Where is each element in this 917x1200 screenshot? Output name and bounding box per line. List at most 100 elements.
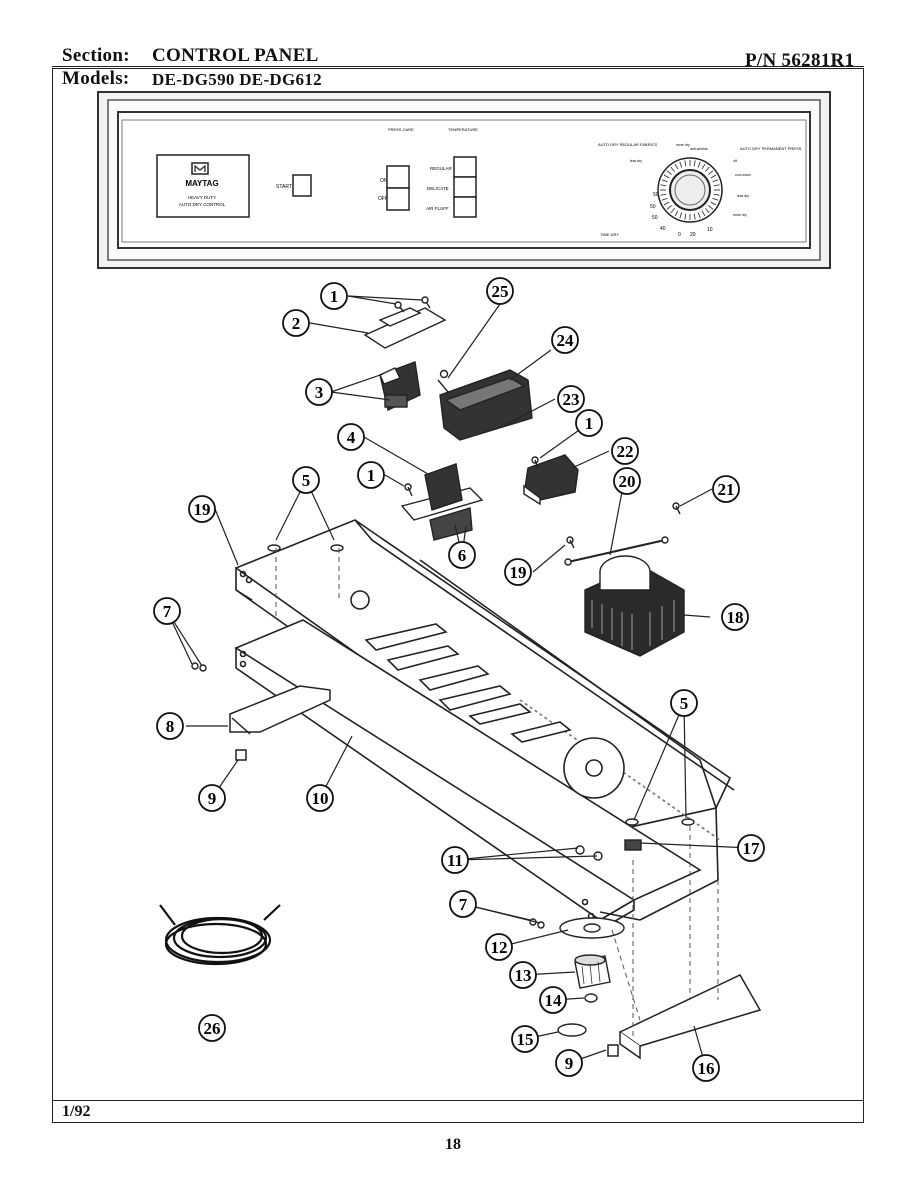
- svg-text:7: 7: [163, 602, 172, 621]
- svg-text:17: 17: [743, 839, 761, 858]
- on-label: ON: [380, 178, 388, 184]
- svg-text:0: 0: [678, 232, 681, 238]
- svg-text:13: 13: [515, 966, 532, 985]
- callout-22: 22: [611, 437, 639, 465]
- callout-25: 25: [486, 277, 514, 305]
- leader-lines: [166, 295, 752, 1069]
- callout-21: 21: [712, 475, 740, 503]
- callout-23: 23: [557, 385, 585, 413]
- svg-text:5: 5: [680, 694, 689, 713]
- callout-18: 18: [721, 603, 749, 631]
- callout-24: 24: [551, 326, 579, 354]
- callout-1: 1: [357, 461, 385, 489]
- regular-button: [453, 156, 477, 178]
- header-rule: [52, 66, 864, 67]
- callout-4: 4: [337, 423, 365, 451]
- callout-17: 17: [737, 834, 765, 862]
- svg-text:off: off: [733, 159, 737, 163]
- svg-text:12: 12: [491, 938, 508, 957]
- svg-text:10: 10: [707, 227, 713, 233]
- callout-3: 3: [305, 378, 333, 406]
- svg-text:less dry: less dry: [630, 159, 642, 163]
- svg-text:21: 21: [718, 480, 735, 499]
- console-frame: [234, 519, 735, 932]
- callout-15: 15: [511, 1025, 539, 1053]
- svg-text:14: 14: [545, 991, 563, 1010]
- svg-text:40: 40: [660, 226, 666, 232]
- svg-text:50: 50: [652, 215, 658, 221]
- svg-text:15: 15: [517, 1030, 534, 1049]
- callout-20: 20: [613, 467, 641, 495]
- svg-text:2: 2: [292, 314, 301, 333]
- auto-dry-regular-label: AUTO DRY REGULAR FABRICS: [598, 142, 657, 147]
- svg-text:more dry: more dry: [733, 213, 747, 217]
- brand-plate: [156, 154, 250, 218]
- footer-rule: [52, 1100, 864, 1101]
- callout-7: 7: [449, 890, 477, 918]
- svg-text:20: 20: [690, 232, 696, 238]
- callout-9: 9: [198, 784, 226, 812]
- callout-10: 10: [306, 784, 334, 812]
- callout-26: 26: [198, 1014, 226, 1042]
- svg-text:9: 9: [208, 789, 217, 808]
- diagram-frame: [52, 68, 864, 1123]
- svg-text:8: 8: [166, 717, 175, 736]
- svg-text:18: 18: [727, 608, 744, 627]
- svg-text:20: 20: [619, 472, 636, 491]
- alignment-lines: [275, 548, 719, 1040]
- air-fluff-label: AIR FLUFF: [426, 206, 449, 211]
- svg-text:16: 16: [698, 1059, 715, 1078]
- svg-text:50: 50: [653, 192, 659, 198]
- temperature-label: TEMPERATURE: [448, 127, 478, 132]
- part-number: P/N 56281R1: [745, 50, 855, 71]
- callout-7: 7: [153, 597, 181, 625]
- svg-text:25: 25: [492, 282, 509, 301]
- maytag-logo-icon: [191, 162, 209, 175]
- callout-19: 19: [188, 495, 216, 523]
- callout-16: 16: [692, 1054, 720, 1082]
- callout-9: 9: [555, 1049, 583, 1077]
- off-label: OFF: [378, 196, 388, 202]
- callout-12: 12: [485, 933, 513, 961]
- start-button: [292, 174, 312, 197]
- support-brackets: [229, 685, 762, 1060]
- timer-knob: [669, 169, 711, 211]
- section-label: Section:: [62, 45, 130, 66]
- delicate-label: DELICATE: [427, 186, 449, 191]
- regular-label: REGULAR: [430, 166, 453, 171]
- svg-text:1: 1: [330, 287, 339, 306]
- brand-line-1: HEAVY DUTY: [188, 195, 216, 200]
- svg-text:more dry: more dry: [676, 143, 690, 147]
- svg-text:10: 10: [312, 789, 329, 808]
- callout-5: 5: [292, 466, 320, 494]
- svg-text:9: 9: [565, 1054, 574, 1073]
- models-value: DE-DG590 DE-DG612: [152, 70, 322, 89]
- svg-text:22: 22: [617, 442, 634, 461]
- svg-text:19: 19: [194, 500, 211, 519]
- section-value: CONTROL PANEL: [152, 45, 319, 66]
- callout-8: 8: [156, 712, 184, 740]
- revision-date: 1/92: [62, 1103, 91, 1120]
- svg-text:1: 1: [367, 466, 376, 485]
- brand-name: MAYTAG: [185, 179, 218, 188]
- off-button: [386, 187, 410, 211]
- models-label: Models:: [62, 68, 130, 89]
- svg-text:5: 5: [302, 471, 311, 490]
- svg-text:6: 6: [458, 546, 467, 565]
- time-dry-label: TIME DRY: [600, 232, 619, 237]
- callout-1: 1: [320, 282, 348, 310]
- svg-text:24: 24: [557, 331, 575, 350]
- svg-text:1: 1: [585, 414, 594, 433]
- callout-19: 19: [504, 558, 532, 586]
- callout-5: 5: [670, 689, 698, 717]
- control-panel-front: MAYTAG HEAVY DUTY AUTO DRY CONTROL START…: [97, 91, 831, 269]
- press-care-label: PRESS CARE: [388, 127, 414, 132]
- delicate-button: [453, 176, 477, 198]
- callout-14: 14: [539, 986, 567, 1014]
- svg-text:4: 4: [347, 428, 356, 447]
- callout-6: 6: [448, 541, 476, 569]
- callout-2: 2: [282, 309, 310, 337]
- callout-11: 11: [441, 846, 469, 874]
